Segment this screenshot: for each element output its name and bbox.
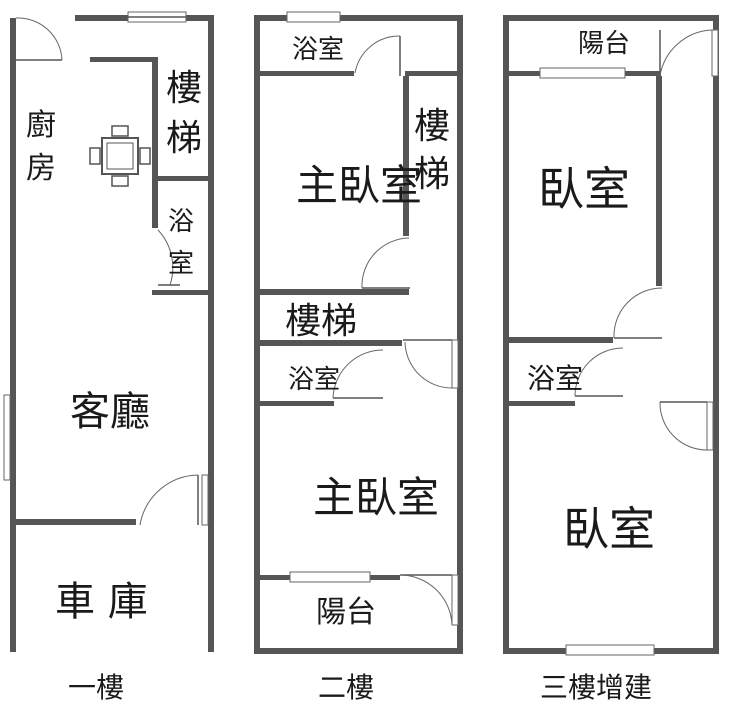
floor-1-right-wall xyxy=(208,18,214,652)
floor-2-bath-top-label: 浴室 xyxy=(292,35,344,65)
floor-3-balcony-label: 陽台 xyxy=(578,29,630,59)
floor-3-caption: 三樓增建 xyxy=(540,671,652,704)
floor-2-master-bottom-label: 主臥室 xyxy=(313,473,439,522)
floor-1-bath-label-1: 浴 xyxy=(168,207,194,237)
floor-2-stair-wall xyxy=(403,76,409,236)
floor-1-kitchen-label-1: 廚 xyxy=(26,108,56,143)
floor-2-bottom-wall xyxy=(254,648,463,654)
floor-3-bedroom-top-label: 臥室 xyxy=(538,162,630,216)
floor-1-plan: 廚 房 樓 梯 浴 室 客廳 車 庫 一樓 xyxy=(3,11,214,704)
floor-2-bath-mid-label: 浴室 xyxy=(288,365,340,395)
floor-2-right-wall xyxy=(457,18,463,652)
floor-1-garage-wall xyxy=(10,519,136,525)
floor-1-bath-wall-bottom xyxy=(152,290,210,295)
floor-2-left-wall xyxy=(254,18,260,652)
floor-2-plan: 浴室 主臥室 樓 梯 樓梯 浴室 主臥室 陽台 二樓 xyxy=(254,11,463,704)
floor-1-living-label: 客廳 xyxy=(70,389,150,435)
floor-2-master-top-label: 主臥室 xyxy=(296,161,422,210)
floor-1-caption: 一樓 xyxy=(68,671,124,704)
floor-1-stairs-label-2: 梯 xyxy=(166,118,202,159)
dining-table-icon xyxy=(89,125,151,187)
floor-2-balcony-label: 陽台 xyxy=(316,595,376,630)
floor-1-kitchen-label-2: 房 xyxy=(26,151,56,186)
floor-1-garage-label: 車 庫 xyxy=(55,579,148,625)
floor-1-stairs-label-1: 樓 xyxy=(166,68,202,109)
floor-2-top-wall xyxy=(254,15,463,21)
floor-1-bath-wall-left xyxy=(152,180,158,228)
floor-2-stairs-right-label-1: 樓 xyxy=(414,106,450,147)
floor-3-right-wall xyxy=(713,18,719,652)
floor-1-stair-wall-left xyxy=(152,57,158,177)
floor-1-stair-wall-bottom xyxy=(152,176,212,181)
floor-3-bedroom-bottom-label: 臥室 xyxy=(563,502,655,556)
floor-3-top-wall xyxy=(503,15,719,21)
floor-1-bath-label-2: 室 xyxy=(168,249,194,279)
floor-1-left-wall xyxy=(10,18,16,652)
floor-2-stairs-right-label-2: 梯 xyxy=(414,154,450,195)
floor-3-left-wall xyxy=(503,18,509,652)
floor-2-caption: 二樓 xyxy=(318,671,374,704)
floor-1-stair-wall-top xyxy=(90,57,158,62)
floor-2-stairs-mid-label: 樓梯 xyxy=(285,301,357,342)
floor-3-bath-label: 浴室 xyxy=(527,362,583,395)
floor-3-plan: 陽台 臥室 浴室 臥室 三樓增建 xyxy=(503,15,719,704)
